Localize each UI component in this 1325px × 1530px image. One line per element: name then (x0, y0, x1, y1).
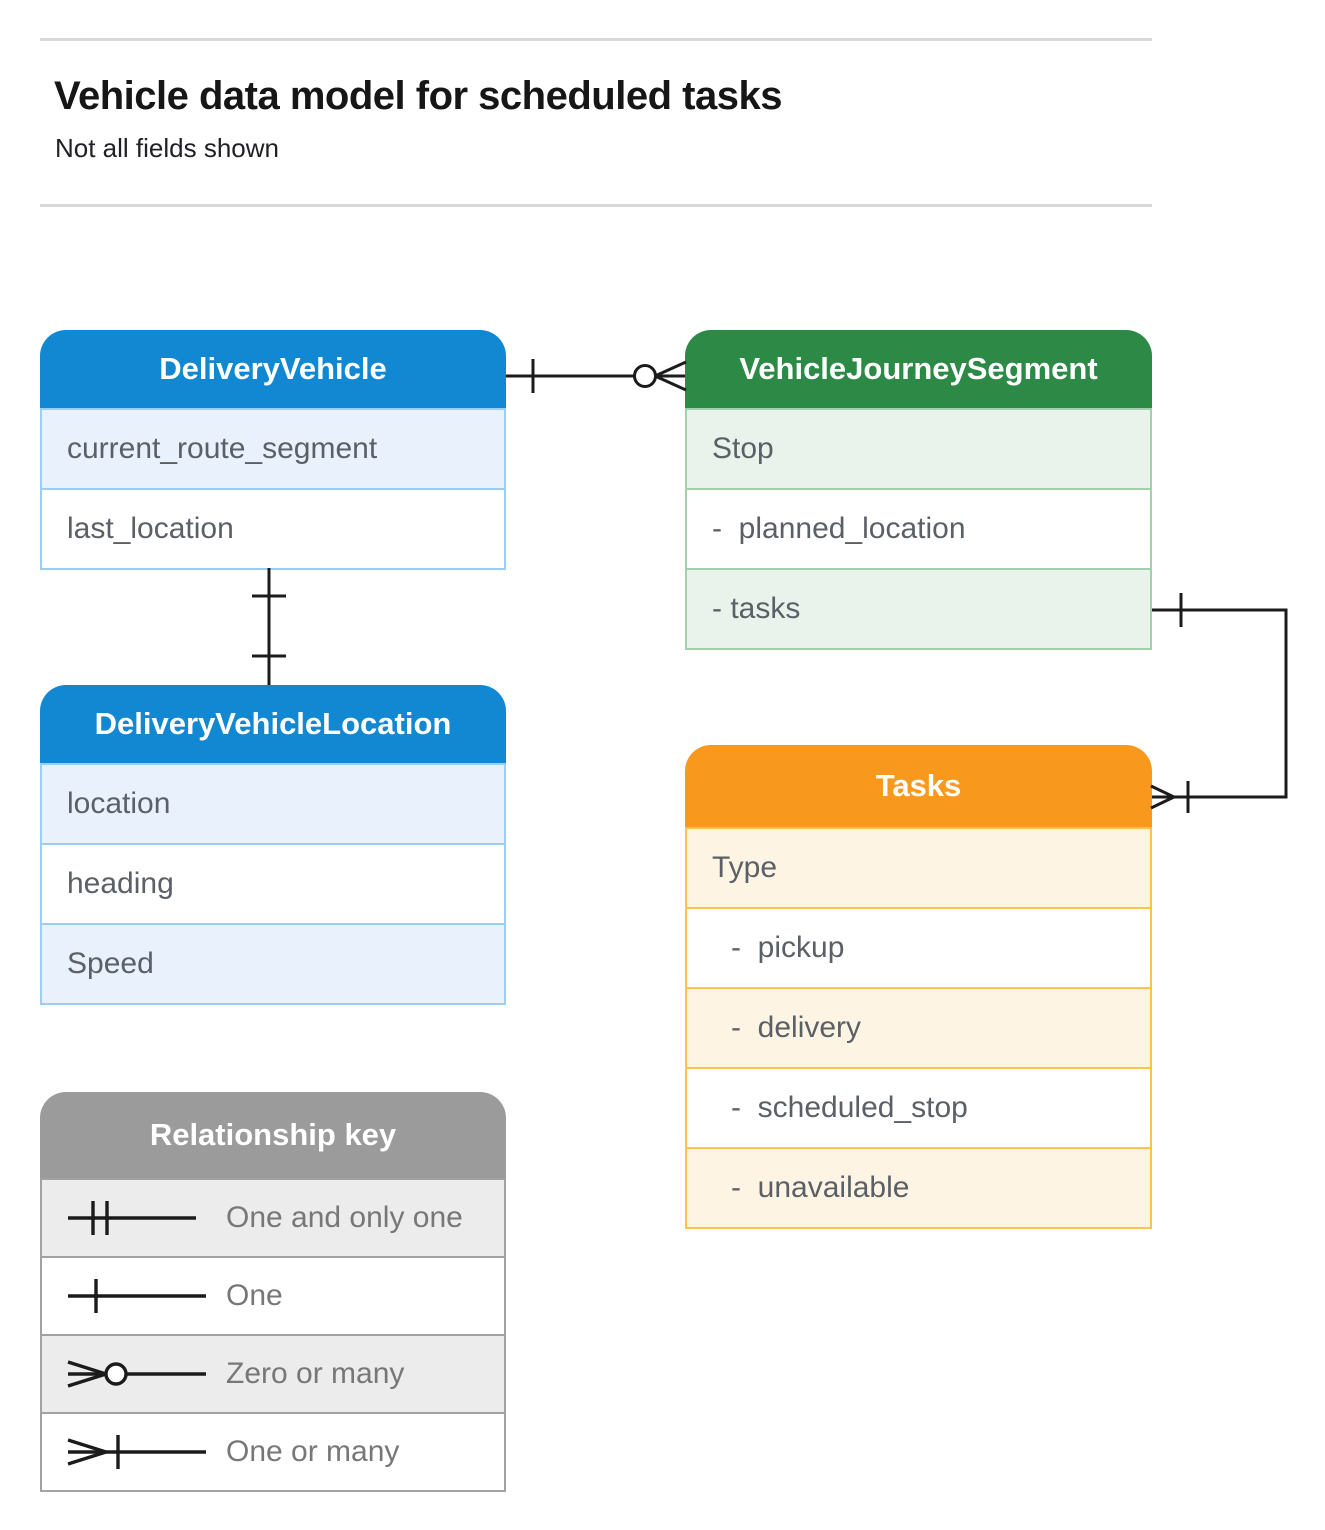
connector-vehiclejourneysegment-tasks (1150, 593, 1288, 813)
entity-header-tasks: Tasks (685, 745, 1152, 827)
one-and-only-one-icon (68, 1201, 196, 1235)
field-label: - delivery (731, 1011, 862, 1044)
legend-label: One and only one (226, 1201, 463, 1234)
field-label: - planned_location (712, 512, 966, 545)
legend-row-zero-or-many: Zero or many (42, 1334, 504, 1412)
one-icon (68, 1279, 206, 1313)
entity-fields-vehicle-journey-segment: Stop - planned_location - tasks (685, 408, 1152, 650)
field-row-speed: Speed (42, 923, 504, 1003)
connector-deliveryvehicle-deliveryvehiclelocation (252, 568, 286, 685)
zero-or-many-icon (67, 1360, 206, 1388)
entity-fields-delivery-vehicle: current_route_segment last_location (40, 408, 506, 570)
one-or-many-icon (67, 1435, 206, 1469)
field-row-heading: heading (42, 843, 504, 923)
field-label: - tasks (712, 592, 801, 625)
field-row-delivery: - delivery (687, 987, 1150, 1067)
field-row-unavailable: - unavailable (687, 1147, 1150, 1227)
entity-tasks: Tasks Type - pickup - delivery - scheduled_… (685, 745, 1152, 1229)
connector-deliveryvehicle-vehiclejourneysegment (506, 359, 687, 393)
field-row-current_route_segment: current_route_segment (42, 408, 504, 488)
relationship-key-header: Relationship key (40, 1092, 506, 1178)
field-label: current_route_segment (67, 432, 378, 465)
entity-header-delivery-vehicle-location: DeliveryVehicleLocation (40, 685, 506, 763)
legend-row-one-or-many: One or many (42, 1412, 504, 1490)
field-label: Speed (67, 947, 154, 980)
field-row-type: Type (687, 827, 1150, 907)
field-label: location (67, 787, 171, 820)
entity-vehicle-journey-segment: VehicleJourneySegment Stop - planned_loca… (685, 330, 1152, 650)
field-row-scheduled_stop: - scheduled_stop (687, 1067, 1150, 1147)
field-label: last_location (67, 512, 234, 545)
page-title: Vehicle data model for scheduled tasks (54, 74, 782, 118)
legend-label: One (226, 1279, 283, 1312)
field-row-tasks: - tasks (687, 568, 1150, 648)
entity-header-delivery-vehicle: DeliveryVehicle (40, 330, 506, 408)
field-row-planned_location: - planned_location (687, 488, 1150, 568)
field-label: Stop (712, 432, 774, 465)
top-divider (40, 38, 1152, 41)
legend-label: Zero or many (226, 1357, 405, 1390)
legend-label: One or many (226, 1435, 400, 1468)
legend-row-one: One (42, 1256, 504, 1334)
field-row-stop: Stop (687, 408, 1150, 488)
field-row-last_location: last_location (42, 488, 504, 568)
legend-row-one-and-only-one: One and only one (42, 1178, 504, 1256)
header-divider (40, 204, 1152, 207)
field-label: Type (712, 851, 778, 884)
field-label: - pickup (731, 931, 845, 964)
field-row-location: location (42, 763, 504, 843)
field-label: heading (67, 867, 174, 900)
field-label: - unavailable (731, 1171, 910, 1204)
entity-fields-tasks: Type - pickup - delivery - scheduled_stop - … (685, 827, 1152, 1229)
field-row-pickup: - pickup (687, 907, 1150, 987)
field-label: - scheduled_stop (731, 1091, 968, 1124)
page-subtitle: Not all fields shown (55, 133, 279, 163)
entity-header-vehicle-journey-segment: VehicleJourneySegment (685, 330, 1152, 408)
